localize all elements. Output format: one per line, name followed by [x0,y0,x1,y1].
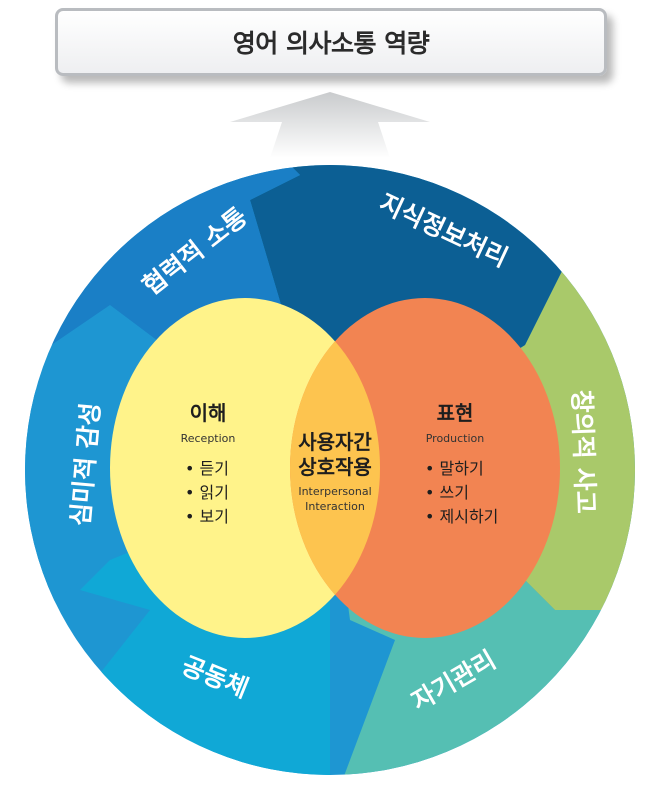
reception-title: 이해 [190,401,227,425]
production-item: • 말하기 [425,459,484,478]
label-creative: 창의적 사고 [567,389,600,514]
interaction-subtitle-line1: Interpersonal [298,485,371,498]
interaction-overlap [290,298,380,638]
diagram-title: 영어 의사소통 역량 [232,29,430,58]
interaction-title-line2: 상호작용 [298,455,372,479]
reception-subtitle: Reception [181,432,236,445]
production-item: • 제시하기 [425,507,498,526]
production-subtitle: Production [426,432,485,445]
reception-item: • 보기 [185,507,229,526]
interaction-subtitle-line2: Interaction [305,500,365,513]
reception-item: • 듣기 [185,459,229,478]
production-item: • 쓰기 [425,483,469,502]
up-arrow [230,92,430,158]
reception-item: • 읽기 [185,483,229,502]
production-title: 표현 [437,401,474,425]
interaction-title-line1: 사용자간 [298,430,372,454]
title-box: 영어 의사소통 역량 [55,8,607,76]
